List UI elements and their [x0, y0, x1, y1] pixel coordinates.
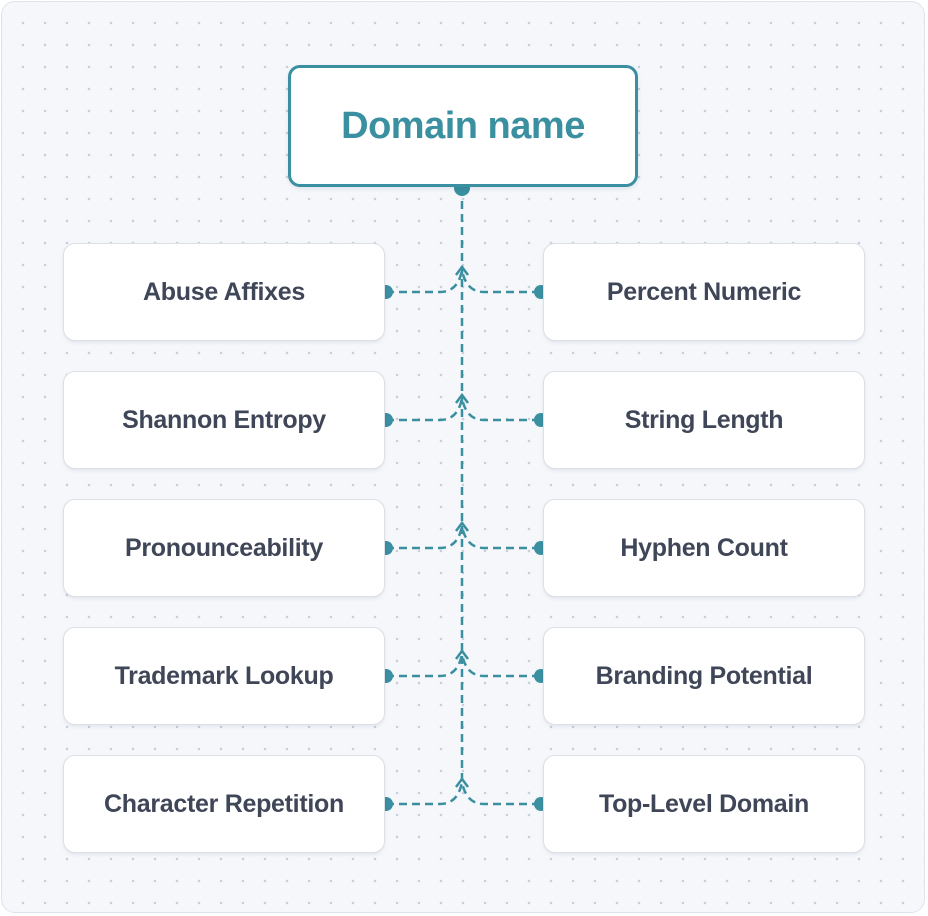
node-branding-potential[interactable]: Branding Potential — [543, 627, 865, 725]
arrowhead-3 — [455, 520, 469, 532]
node-trademark-lookup[interactable]: Trademark Lookup — [63, 627, 385, 725]
arrowhead-4 — [455, 648, 469, 660]
connector-right-2 — [460, 397, 540, 422]
connector-right-3 — [460, 525, 540, 550]
node-label: Top-Level Domain — [598, 789, 810, 818]
node-label: Pronounceability — [124, 533, 323, 562]
connector-right-1 — [460, 269, 540, 294]
connector-left-2 — [386, 397, 464, 422]
node-label: String Length — [624, 405, 784, 434]
connector-right-4 — [460, 653, 540, 678]
arrowhead-1 — [455, 264, 469, 276]
root-node[interactable]: Domain name — [288, 65, 638, 187]
connector-left-5 — [386, 781, 464, 806]
node-string-length[interactable]: String Length — [543, 371, 865, 469]
node-shannon-entropy[interactable]: Shannon Entropy — [63, 371, 385, 469]
node-label: Hyphen Count — [620, 533, 788, 562]
node-label: Character Repetition — [104, 789, 344, 818]
node-character-repetition[interactable]: Character Repetition — [63, 755, 385, 853]
node-label: Percent Numeric — [606, 277, 802, 306]
connector-left-1 — [386, 269, 464, 294]
connector-right-5 — [460, 781, 540, 806]
node-hyphen-count[interactable]: Hyphen Count — [543, 499, 865, 597]
node-pronounceability[interactable]: Pronounceability — [63, 499, 385, 597]
node-percent-numeric[interactable]: Percent Numeric — [543, 243, 865, 341]
arrowhead-5 — [455, 776, 469, 788]
node-label: Trademark Lookup — [114, 661, 334, 690]
connector-left-4 — [386, 653, 464, 678]
arrowhead-2 — [455, 392, 469, 404]
node-label: Abuse Affixes — [143, 277, 305, 306]
node-label: Branding Potential — [595, 661, 813, 690]
node-top-level-domain[interactable]: Top-Level Domain — [543, 755, 865, 853]
connector-left-3 — [386, 525, 464, 550]
node-abuse-affixes[interactable]: Abuse Affixes — [63, 243, 385, 341]
root-node-label: Domain name — [341, 104, 585, 147]
node-label: Shannon Entropy — [122, 405, 326, 434]
